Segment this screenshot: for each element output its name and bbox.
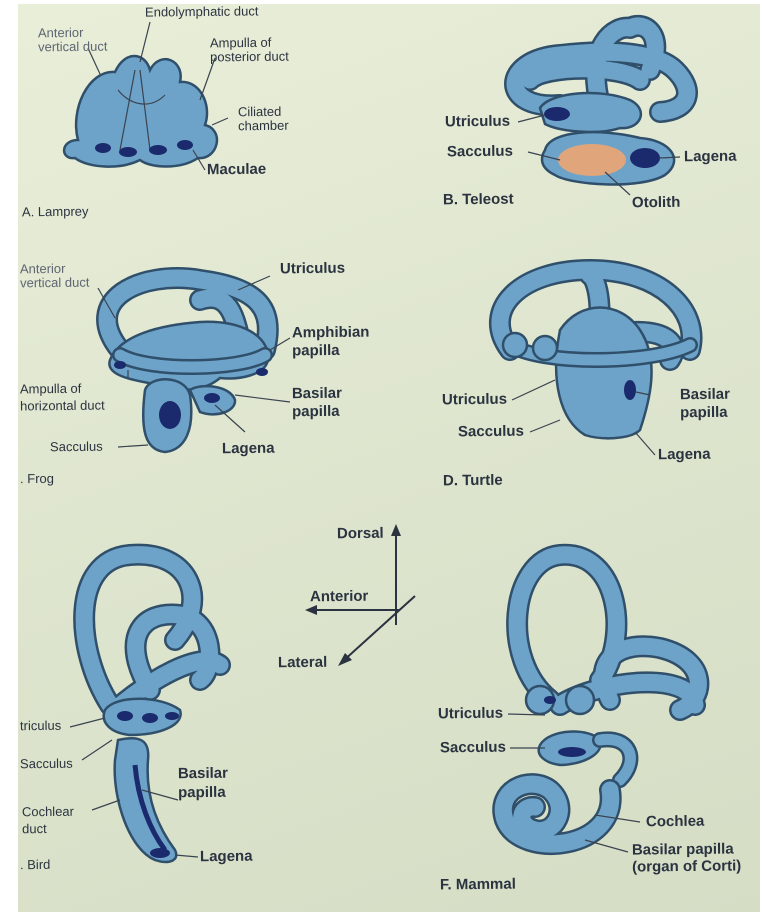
label-mammal-basilar-papilla: Basilar papilla (organ of Corti) — [632, 840, 742, 875]
label-mammal-cochlea: Cochlea — [646, 815, 705, 830]
caption-turtle: D. Turtle — [443, 474, 503, 489]
label-frog-lagena: Lagena — [222, 442, 275, 457]
label-mammal-sacculus: Sacculus — [440, 741, 506, 756]
label-orientation-lateral: Lateral — [278, 656, 327, 671]
label-lamprey-endolymphatic-duct: Endolymphatic duct — [145, 4, 259, 19]
label-bird-cochlear-duct: Cochlear duct — [22, 803, 74, 838]
bird-labyrinth — [70, 555, 220, 862]
label-bird-lagena: Lagena — [200, 850, 253, 865]
label-turtle-basilar-papilla: Basilar papilla — [680, 386, 730, 423]
label-turtle-utriculus: Utriculus — [442, 393, 507, 408]
label-lamprey-ampulla-posterior-duct: Ampulla of posterior duct — [210, 36, 289, 65]
label-teleost-utriculus: Utriculus — [445, 115, 510, 130]
label-frog-utriculus: Utriculus — [280, 262, 345, 277]
label-turtle-lagena: Lagena — [658, 448, 711, 463]
label-frog-anterior-vertical-duct: Anterior vertical duct — [20, 262, 90, 291]
label-bird-utriculus: triculus — [20, 719, 61, 733]
label-orientation-anterior: Anterior — [310, 590, 368, 605]
caption-frog: . Frog — [20, 472, 54, 486]
label-mammal-utriculus: Utriculus — [438, 707, 503, 722]
turtle-labyrinth — [500, 270, 692, 455]
label-lamprey-anterior-vertical-duct: Anterior vertical duct — [38, 26, 108, 55]
label-turtle-sacculus: Sacculus — [458, 425, 524, 440]
caption-bird: . Bird — [20, 858, 50, 872]
label-teleost-sacculus: Sacculus — [447, 145, 513, 160]
frog-labyrinth — [98, 276, 290, 452]
label-frog-ampulla-horizontal-duct: Ampulla of horizontal duct — [20, 380, 105, 415]
label-bird-basilar-papilla: Basilar papilla — [178, 764, 228, 803]
label-teleost-otolith: Otolith — [632, 196, 680, 211]
label-orientation-dorsal: Dorsal — [337, 527, 384, 541]
mammal-labyrinth — [503, 555, 698, 852]
label-frog-basilar-papilla: Basilar papilla — [292, 385, 342, 422]
label-frog-sacculus: Sacculus — [50, 440, 103, 455]
caption-lamprey: A. Lamprey — [22, 205, 89, 220]
caption-mammal: F. Mammal — [440, 878, 516, 893]
label-teleost-lagena: Lagena — [684, 150, 737, 165]
label-frog-amphibian-papilla: Amphibian papilla — [292, 324, 370, 361]
label-lamprey-maculae: Maculae — [207, 163, 266, 178]
label-bird-sacculus: Sacculus — [20, 757, 73, 772]
teleost-labyrinth — [515, 26, 687, 195]
label-lamprey-ciliated-chamber: Ciliated chamber — [238, 105, 289, 134]
caption-teleost: B. Teleost — [443, 193, 514, 208]
